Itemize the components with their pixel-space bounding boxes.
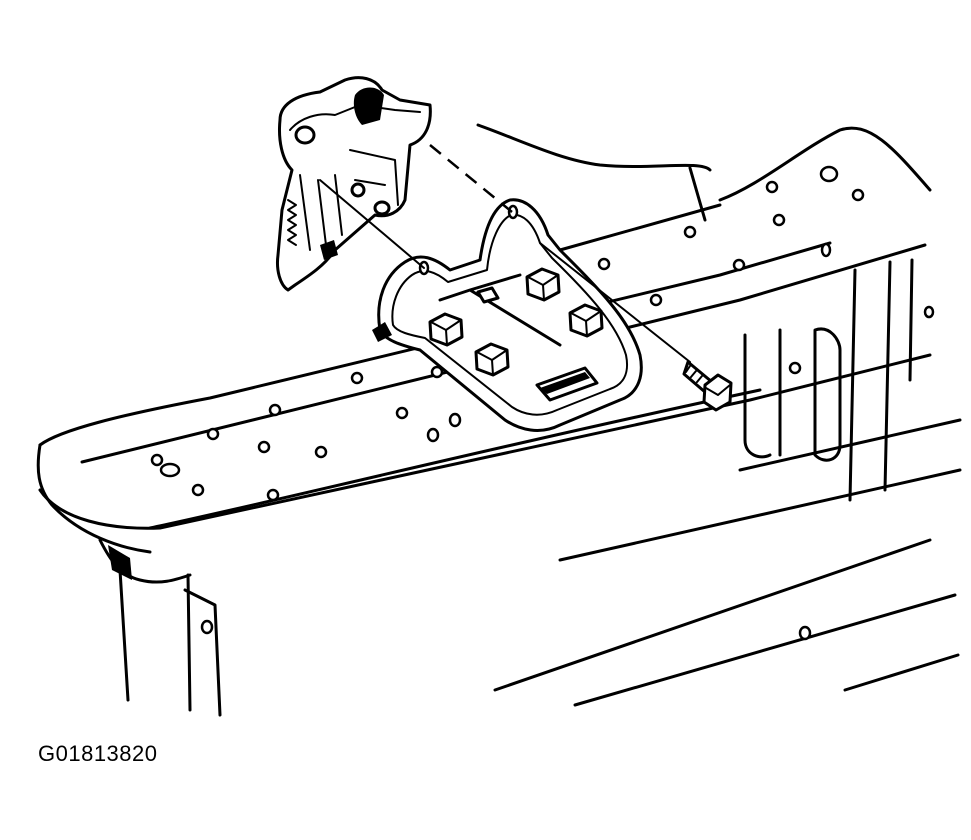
base-plate-inner-outline [391,213,628,416]
left-bracket-hole [200,619,214,635]
mounting-bolt-1 [428,312,464,347]
figure-code-label: G01813820 [38,741,158,766]
right-slot [813,327,842,462]
base-plate-square-slot [476,286,500,304]
hood-edge-line [688,166,707,222]
left-post-shadow [108,545,132,580]
upper-rail-front-edge [80,243,927,464]
lower-panel-hole [798,625,812,641]
mounting-bolt-3 [525,267,561,302]
latch-body-detail-2 [299,174,343,251]
lower-panel-line-2 [493,538,932,692]
latch-spring [287,199,297,246]
latch-base-plate [372,198,643,432]
alignment-line-left [319,179,425,269]
left-corner-lower [98,538,192,584]
hood-latch [276,76,432,292]
latch-pawl [353,87,384,125]
rect-slot-shadow [540,372,590,394]
mounting-bolt-4 [568,303,604,338]
right-lower-beam [738,418,962,472]
latch-body-detail-3 [349,149,399,206]
mounting-bolt-2 [474,342,510,377]
right-rail-inner [558,203,722,252]
fastener-head-edge [705,384,731,396]
upper-rail-lower-lip [148,388,762,530]
latch-pivot-2 [373,200,391,216]
left-corner [36,443,152,554]
left-post-outer [118,568,130,702]
latch-pivot-3 [350,182,366,198]
right-inner-panel [743,328,782,459]
lower-panel-line-1 [558,468,962,562]
fastener-thread [685,365,703,383]
left-post-inner [186,573,192,712]
latch-fastener-bolt [682,360,733,412]
latch-pivot-1 [294,125,316,145]
upper-rail-outer-edge [38,241,832,447]
left-mount-tab [372,322,392,342]
left-bracket [183,588,222,717]
lower-panel-line-4 [843,653,960,692]
right-vertical-3 [908,258,914,382]
plate-upper-hole-right [507,204,519,220]
latch-lower-tab [320,240,338,260]
alignment-dash-upper [429,144,513,213]
radiator-support-frame [36,123,962,717]
hood-edge-curve [476,123,712,172]
fastener-head [702,373,733,412]
alignment-lines [319,144,691,363]
rail-holes [150,165,935,502]
alignment-line-bolt [539,242,691,363]
right-rail-top [718,126,932,202]
base-plate-ridge [438,273,562,347]
lower-panel-line-3 [573,593,957,707]
right-vertical-1 [848,268,857,502]
right-vertical-2 [883,260,892,492]
